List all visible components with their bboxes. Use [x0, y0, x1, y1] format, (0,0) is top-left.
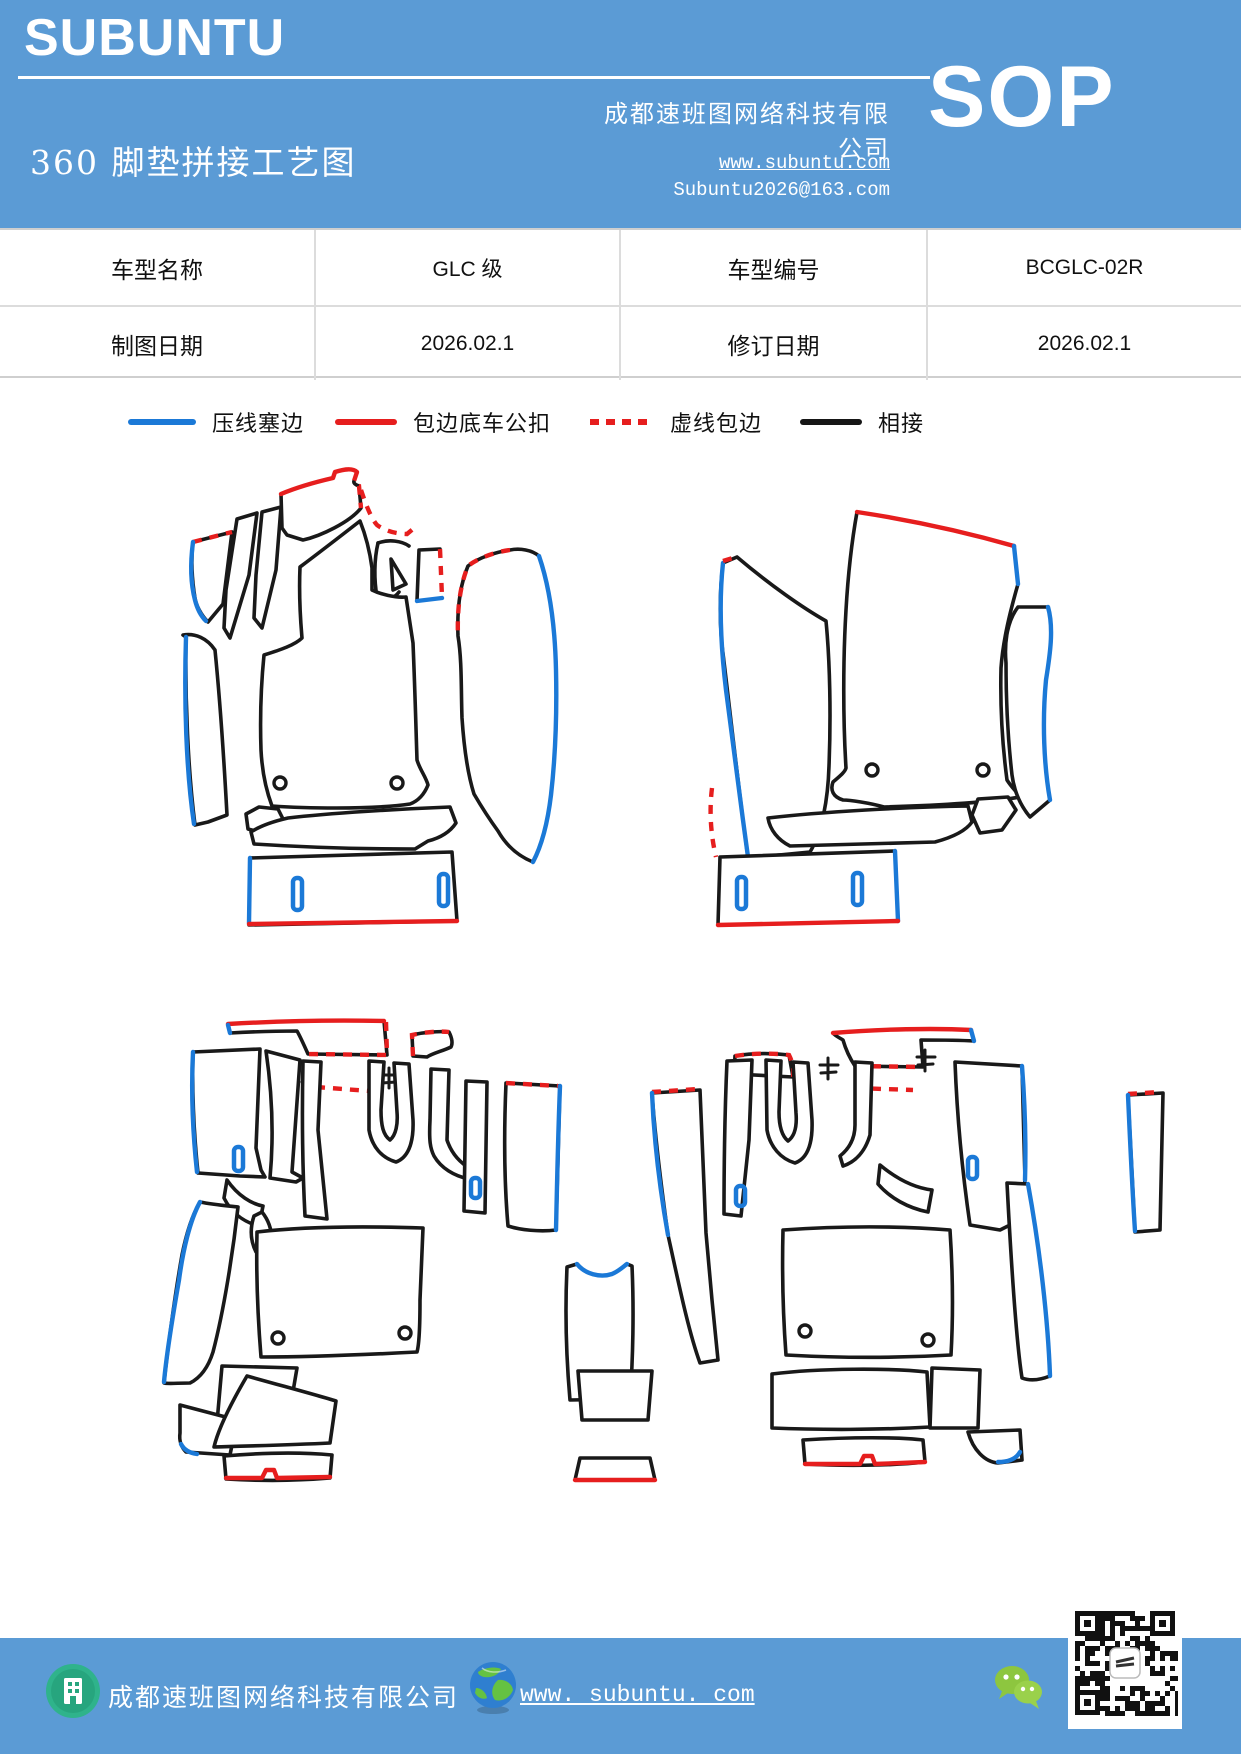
pattern-drawing-svg: [161, 467, 1165, 1483]
footer-website-link[interactable]: www. subuntu. com: [520, 1682, 755, 1708]
footer-company-name: 成都速班图网络科技有限公司: [108, 1683, 460, 1712]
info-table: 车型名称 GLC 级 车型编号 BCGLC-02R 制图日期 2026.02.1…: [0, 228, 1241, 380]
legend-label: 相接: [878, 411, 925, 436]
legend-label: 压线塞边: [212, 411, 305, 436]
cell-model-name-label: 车型名称: [111, 256, 203, 283]
cell-model-name-value: GLC 级: [314, 230, 619, 305]
header-company-name: 成都速班图网络科技有限公司: [604, 100, 890, 163]
mat-pattern-diagrams: [0, 400, 1241, 1500]
front-right-mat-group: [708, 509, 1054, 928]
header: SUBUNTU 成都速班图网络科技有限公司 SOP 360 脚垫拼接工艺图 ww…: [0, 0, 1241, 228]
header-email: Subuntu2026@163.com: [673, 179, 890, 201]
legend-label: 包边底车公扣: [413, 411, 552, 436]
table-row: 车型名称 GLC 级 车型编号 BCGLC-02R: [0, 230, 1241, 305]
legend-item: 包边底车公扣: [335, 402, 551, 442]
rear-right-mat-group: [649, 1026, 1165, 1468]
qr-code-pattern: [1072, 1602, 1178, 1724]
cell-model-code-label: 车型编号: [619, 230, 926, 305]
front-left-mat-group: [181, 467, 559, 927]
center-tunnel-group: [564, 1261, 658, 1483]
qr-code: [1068, 1597, 1182, 1729]
red-line-swatch: [335, 419, 397, 425]
line-legend: 压线塞边 包边底车公扣 虚线包边 相接: [0, 402, 1241, 442]
cell-draw-date-value: 2026.02.1: [314, 307, 619, 380]
black-line-swatch: [800, 419, 862, 425]
header-website-link[interactable]: www.subuntu.com: [718, 152, 890, 174]
table-row: 制图日期 2026.02.1 修订日期 2026.02.1: [0, 305, 1241, 380]
globe-icon: [470, 1662, 516, 1714]
cell-model-code-value: BCGLC-02R: [926, 230, 1241, 305]
legend-item: 压线塞边: [128, 402, 304, 442]
legend-item: 虚线包边: [590, 402, 762, 442]
rear-left-mat-group: [161, 1018, 563, 1483]
red-dashed-line-swatch: [590, 419, 654, 425]
building-icon: [46, 1664, 100, 1718]
page-title: 360 脚垫拼接工艺图: [30, 143, 357, 182]
sop-label: SOP: [928, 49, 1116, 145]
blue-line-swatch: [128, 419, 196, 425]
brand-logo: SUBUNTU: [24, 9, 286, 67]
cell-revise-date-label: 修订日期: [619, 307, 926, 380]
cell-draw-date-label: 制图日期: [111, 332, 203, 359]
wechat-icon[interactable]: [988, 1656, 1050, 1718]
cell-revise-date-value: 2026.02.1: [926, 307, 1241, 380]
legend-label: 虚线包边: [670, 411, 763, 436]
footer: 成都速班图网络科技有限公司 www. subuntu. com: [0, 1638, 1241, 1754]
header-divider: [18, 76, 930, 79]
legend-item: 相接: [800, 402, 924, 442]
